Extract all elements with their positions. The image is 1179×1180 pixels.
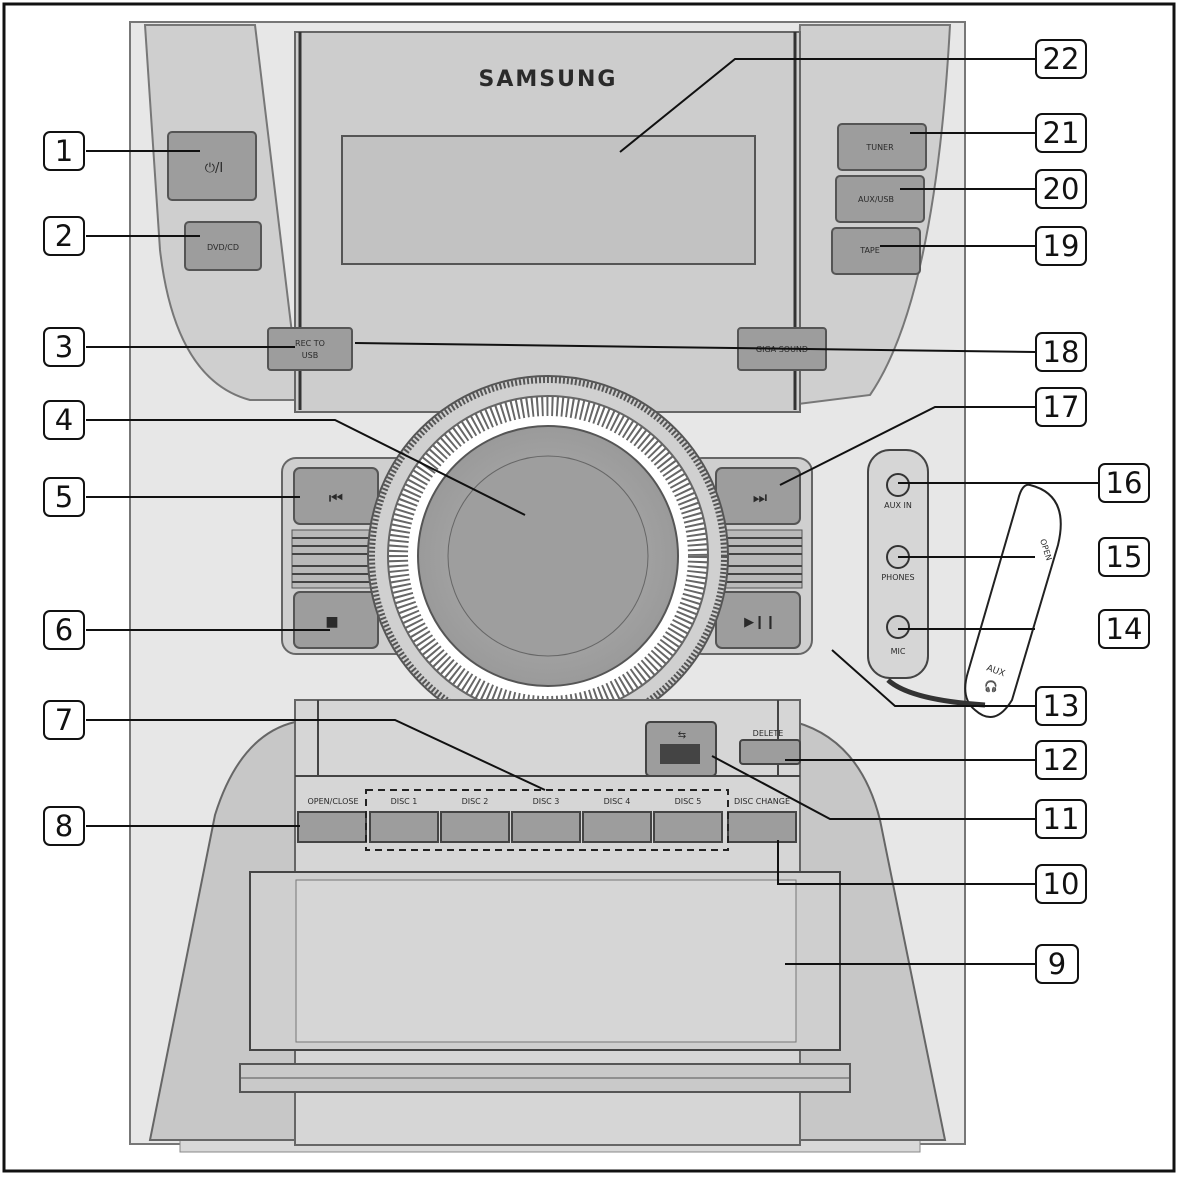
- disc2-label: DISC 2: [462, 797, 489, 806]
- stop-button[interactable]: ■: [293, 591, 379, 649]
- dvdcd-button-label: DVD/CD: [207, 243, 239, 252]
- callout-leader-lines: [86, 58, 1098, 965]
- callout-18: 18: [1035, 332, 1087, 372]
- stop-icon: ■: [325, 614, 338, 630]
- callout-11: 11: [1035, 799, 1087, 839]
- power-button-label: ⏻/I: [205, 161, 224, 176]
- mic-jack[interactable]: MIC: [886, 615, 910, 656]
- jack-cover[interactable]: OPEN AUX 🎧: [964, 483, 1062, 719]
- rec-to-usb-label-line2: USB: [302, 351, 318, 360]
- delete-label: DELETE: [753, 729, 784, 738]
- power-button[interactable]: ⏻/I: [167, 131, 257, 201]
- volume-dial[interactable]: [367, 375, 729, 737]
- callout-20: 20: [1035, 169, 1087, 209]
- callout-13: 13: [1035, 686, 1087, 726]
- callout-14: 14: [1098, 609, 1150, 649]
- callout-16: 16: [1098, 463, 1150, 503]
- callout-6: 6: [43, 610, 85, 650]
- aux-in-jack[interactable]: AUX IN: [884, 473, 912, 510]
- delete-button[interactable]: DELETE: [739, 729, 801, 765]
- phones-label: PHONES: [881, 573, 914, 582]
- disc4-button[interactable]: DISC 4: [582, 797, 652, 843]
- disc1-button[interactable]: DISC 1: [369, 797, 439, 843]
- rec-to-usb-button[interactable]: REC TO USB: [267, 327, 353, 371]
- mic-label: MIC: [891, 647, 906, 656]
- left-upper-wing: [143, 24, 302, 401]
- brand-logo: SAMSUNG: [479, 67, 618, 92]
- disc5-label: DISC 5: [675, 797, 702, 806]
- display-window: [341, 135, 756, 265]
- callout-2: 2: [43, 216, 85, 256]
- disc2-button[interactable]: DISC 2: [440, 797, 510, 843]
- cover-phones-icon: 🎧: [984, 680, 998, 693]
- usb-port[interactable]: ⇆: [645, 721, 717, 777]
- cover-hinge-strap: [886, 678, 986, 708]
- next-icon: ⏭: [753, 488, 767, 507]
- rec-to-usb-label-line1: REC TO: [295, 339, 325, 348]
- callout-3: 3: [43, 327, 85, 367]
- tuner-button[interactable]: TUNER: [837, 123, 927, 171]
- tape-button-label: TAPE: [859, 246, 880, 255]
- play-pause-icon: ▶❙❙: [744, 615, 776, 630]
- disc4-label: DISC 4: [604, 797, 631, 806]
- play-pause-button[interactable]: ▶❙❙: [715, 591, 801, 649]
- disc-change-label: DISC CHANGE: [734, 797, 790, 806]
- disc5-button[interactable]: DISC 5: [653, 797, 723, 843]
- callout-17: 17: [1035, 387, 1087, 427]
- disc3-label: DISC 3: [533, 797, 560, 806]
- callout-7: 7: [43, 700, 85, 740]
- callout-10: 10: [1035, 864, 1087, 904]
- callout-12: 12: [1035, 740, 1087, 780]
- open-close-button[interactable]: OPEN/CLOSE: [297, 797, 367, 843]
- disc-change-button[interactable]: DISC CHANGE: [727, 797, 797, 843]
- tape-button[interactable]: TAPE: [831, 227, 921, 275]
- callout-5: 5: [43, 477, 85, 517]
- cassette-deck-inner: [295, 879, 797, 1043]
- callout-15: 15: [1098, 537, 1150, 577]
- prev-button[interactable]: ⏮: [293, 467, 379, 525]
- prev-icon: ⏮: [329, 488, 343, 507]
- next-button[interactable]: ⏭: [715, 467, 801, 525]
- dvdcd-button[interactable]: DVD/CD: [184, 221, 262, 271]
- tuner-button-label: TUNER: [865, 143, 894, 152]
- callout-21: 21: [1035, 113, 1087, 153]
- usb-icon: ⇆: [678, 730, 686, 741]
- callout-4: 4: [43, 400, 85, 440]
- callout-22: 22: [1035, 39, 1087, 79]
- callout-8: 8: [43, 806, 85, 846]
- disc3-button[interactable]: DISC 3: [511, 797, 581, 843]
- disc-buttons-dashed-group: [365, 789, 729, 851]
- callout-9: 9: [1035, 944, 1079, 984]
- open-close-label: OPEN/CLOSE: [307, 797, 358, 806]
- aux-in-label: AUX IN: [884, 501, 912, 510]
- disc1-label: DISC 1: [391, 797, 418, 806]
- callout-19: 19: [1035, 226, 1087, 266]
- aux-usb-button-label: AUX/USB: [858, 195, 894, 204]
- aux-usb-button[interactable]: AUX/USB: [835, 175, 925, 223]
- callout-1: 1: [43, 131, 85, 171]
